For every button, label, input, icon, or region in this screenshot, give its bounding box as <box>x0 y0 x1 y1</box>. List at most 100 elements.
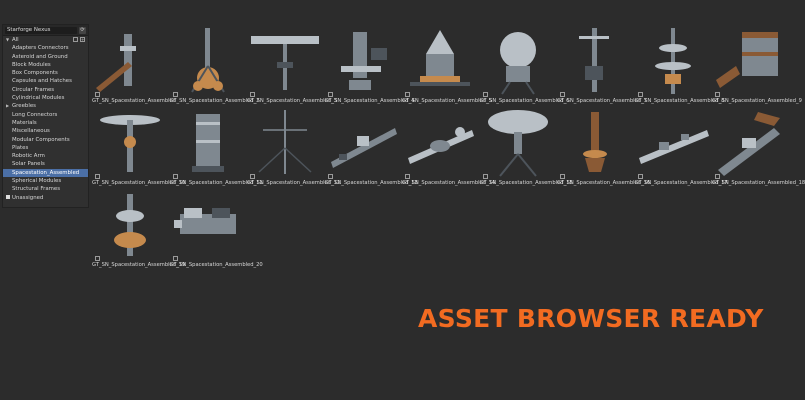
catalog-item[interactable]: Box Components <box>3 69 88 77</box>
asset-name: GT_SN_Spacestation_Assembled_9 <box>712 98 802 104</box>
asset-type-icon <box>637 174 643 179</box>
catalog-item[interactable]: Block Modules <box>3 61 88 69</box>
catalog-item-label: Modular Components <box>12 136 70 143</box>
asset-tile[interactable]: GT_SN_Spacestation_Assembled_7 <box>557 22 647 104</box>
asset-name: GT_SN_Spacestation_Assembled_4 <box>324 98 415 104</box>
asset-name: GT_SN_Spacestation_Assembled_5 <box>402 98 492 104</box>
asset-thumbnail <box>172 108 244 178</box>
asset-thumbnail <box>249 26 321 96</box>
asset-name: GT_SN_Spacestation_Assembled_10 <box>92 180 186 186</box>
catalog-item-label: Block Modules <box>12 61 51 68</box>
asset-thumbnail <box>637 108 709 178</box>
asset-tile[interactable]: GT_SN_Spacestation_Assembled_19 <box>92 186 185 268</box>
asset-tile[interactable]: GT_SN_Spacestation_Assembled_11 <box>169 104 263 186</box>
asset-thumbnail <box>482 108 554 178</box>
asset-tile[interactable]: GT_SN_Spacestation_Assembled_18 <box>712 104 805 186</box>
asset-name: GT_SN_Spacestation_Assembled_2 <box>169 98 260 104</box>
catalog-item[interactable]: Solar Panels <box>3 160 88 168</box>
catalog-item-label: Adapters Connectors <box>12 45 69 52</box>
catalog-item[interactable]: Spacestation_Assembled <box>3 168 88 178</box>
new-catalog-icon[interactable] <box>73 37 78 42</box>
asset-name: GT_SN_Spacestation_Assembled_17 <box>634 180 728 186</box>
refresh-icon[interactable]: ⟳ <box>79 26 86 34</box>
asset-tile[interactable]: GT_SN_Spacestation_Assembled_2 <box>169 22 260 104</box>
library-bar: Starforge Nexus ⟳ <box>3 25 88 36</box>
catalog-item-label: All <box>12 37 19 43</box>
library-selector[interactable]: Starforge Nexus <box>5 26 77 34</box>
asset-tile[interactable]: GT_SN_Spacestation_Assembled_3 <box>247 22 337 104</box>
asset-tile[interactable]: GT_SN_Spacestation_Assembled_16 <box>557 104 650 186</box>
catalog-item-all[interactable]: ▼All + <box>3 36 88 44</box>
catalog-item[interactable]: Plates <box>3 144 88 152</box>
asset-thumbnail <box>714 108 786 178</box>
catalog-item[interactable]: Asteroid and Ground <box>3 53 88 61</box>
asset-tile[interactable]: GT_SN_Spacestation_Assembled_10 <box>92 104 186 186</box>
unassigned-icon <box>6 195 10 200</box>
asset-tile[interactable]: GT_SN_Spacestation_Assembled_15 <box>479 104 573 186</box>
asset-type-icon <box>482 92 488 97</box>
catalog-item[interactable]: ▶Greebles <box>3 102 88 110</box>
asset-tile[interactable]: GT_SN_Spacestation_Assembled_13 <box>324 104 418 186</box>
asset-type-icon <box>482 174 488 179</box>
asset-tile[interactable]: GT_SN_Spacestation_Assembled_8 <box>634 22 725 104</box>
catalog-item[interactable]: Cylindrical Modules <box>3 94 88 102</box>
asset-type-icon <box>405 174 410 179</box>
asset-tile[interactable]: GT_SN_Spacestation_Assembled_20 <box>169 186 263 268</box>
catalog-item[interactable]: Long Connectors <box>3 111 88 119</box>
asset-name: GT_SN_Spacestation_Assembled_20 <box>169 262 263 268</box>
asset-type-icon <box>405 92 410 97</box>
catalog-item-label: Unassigned <box>12 194 44 201</box>
asset-name: GT_SN_Spacestation_Assembled_11 <box>169 180 263 186</box>
asset-tile[interactable]: GT_SN_Spacestation_Assembled_17 <box>634 104 728 186</box>
catalog-item[interactable]: Miscellaneous <box>3 127 88 135</box>
asset-type-icon <box>250 92 255 97</box>
headline-text: ASSET BROWSER READY <box>418 304 764 333</box>
asset-tile[interactable]: GT_SN_Spacestation_Assembled_5 <box>402 22 492 104</box>
add-icon[interactable]: + <box>80 37 85 42</box>
catalog-item[interactable]: Structural Frames <box>3 185 88 193</box>
catalog-item-label: Asteroid and Ground <box>12 53 68 60</box>
asset-thumbnail <box>327 108 399 178</box>
asset-type-icon <box>250 174 255 179</box>
catalog-sidebar: Starforge Nexus ⟳ ▼All + Adapters Connec… <box>2 24 89 208</box>
asset-tile[interactable]: GT_SN_Spacestation_Assembled_9 <box>712 22 802 104</box>
catalog-item-label: Robotic Arm <box>12 153 45 160</box>
catalog-item-label: Spherical Modules <box>12 178 62 185</box>
chevron-down-icon[interactable]: ▼ <box>6 37 10 42</box>
catalog-item-label: Structural Frames <box>12 186 60 193</box>
asset-type-icon <box>637 92 643 97</box>
asset-name: GT_SN_Spacestation_Assembled <box>92 98 177 104</box>
asset-tile[interactable]: GT_SN_Spacestation_Assembled_4 <box>324 22 415 104</box>
asset-tile[interactable]: GT_SN_Spacestation_Assembled <box>92 22 177 104</box>
catalog-item[interactable]: Materials <box>3 119 88 127</box>
catalog-item-label: Capsules and Hatches <box>12 78 72 85</box>
asset-thumbnail <box>637 26 709 96</box>
catalog-item-label: Miscellaneous <box>12 128 50 135</box>
asset-type-icon <box>327 92 333 97</box>
asset-tile[interactable]: GT_SN_Spacestation_Assembled_6 <box>479 22 570 104</box>
catalog-item[interactable]: Capsules and Hatches <box>3 77 88 85</box>
asset-tile[interactable]: GT_SN_Spacestation_Assembled_14 <box>402 104 495 186</box>
asset-name: GT_SN_Spacestation_Assembled_13 <box>324 180 418 186</box>
asset-tile[interactable]: GT_SN_Spacestation_Assembled_12 <box>247 104 341 186</box>
catalog-item[interactable]: Spherical Modules <box>3 177 88 185</box>
asset-name: GT_SN_Spacestation_Assembled_12 <box>247 180 341 186</box>
asset-name: GT_SN_Spacestation_Assembled_6 <box>479 98 570 104</box>
asset-thumbnail <box>482 26 554 96</box>
asset-name: GT_SN_Spacestation_Assembled_8 <box>634 98 725 104</box>
chevron-right-icon[interactable]: ▶ <box>6 103 10 109</box>
catalog-item-label: Greebles <box>12 103 36 110</box>
asset-name: GT_SN_Spacestation_Assembled_15 <box>479 180 573 186</box>
asset-type-icon <box>560 174 565 179</box>
asset-name: GT_SN_Spacestation_Assembled_7 <box>557 98 647 104</box>
asset-thumbnail <box>559 108 631 178</box>
catalog-item[interactable]: Adapters Connectors <box>3 44 88 52</box>
catalog-item-label: Circular Frames <box>12 86 55 93</box>
catalog-item[interactable]: Robotic Arm <box>3 152 88 160</box>
catalog-item[interactable]: Circular Frames <box>3 86 88 94</box>
catalog-item[interactable]: Modular Components <box>3 136 88 144</box>
catalog-item-label: Materials <box>12 119 37 126</box>
asset-type-icon <box>715 92 720 97</box>
catalog-item-unassigned[interactable]: Unassigned <box>3 194 88 202</box>
